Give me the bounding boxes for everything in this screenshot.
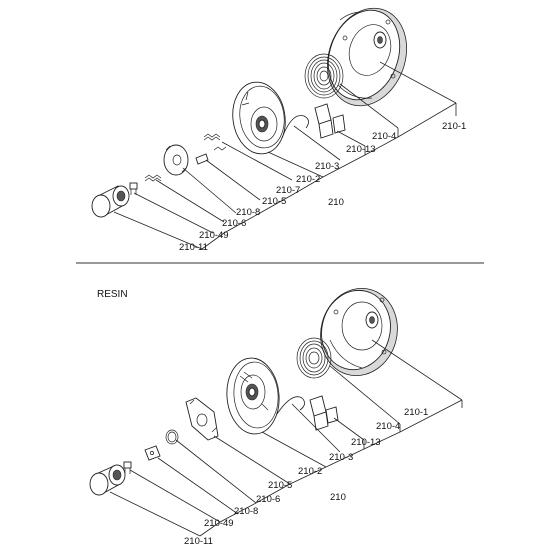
resin-label-210-8: 210-8 (234, 506, 258, 517)
screw-part (129, 182, 138, 195)
resin-label-210-13: 210-13 (351, 437, 381, 448)
small-spring-part-2 (213, 146, 227, 151)
resin-label-210-6: 210-6 (256, 494, 280, 505)
resin-spiral-spring-part (296, 337, 332, 379)
label-210-5: 210-5 (262, 196, 286, 207)
resin-friction-spring-part (165, 429, 179, 445)
label-210-2: 210-2 (296, 174, 320, 185)
resin-label-210-11: 210-11 (184, 536, 213, 547)
label-210: 210 (328, 197, 344, 208)
top-section: 210-1 210-4 210-13 210-3 210-2 210-7 210… (91, 7, 466, 253)
resin-pawl-plate-part (185, 397, 219, 441)
small-spring-part-1 (203, 133, 221, 141)
ratchet-block-parts (314, 103, 346, 139)
top-leader-lines (113, 61, 457, 250)
starter-cup-part (91, 185, 130, 218)
starter-case-part (327, 7, 407, 107)
resin-label-210-1: 210-1 (404, 407, 428, 418)
resin-label-210: 210 (330, 492, 346, 503)
label-210-11: 210-11 (179, 242, 208, 253)
label-210-8: 210-8 (236, 207, 260, 218)
friction-plate-part (163, 144, 189, 176)
label-210-1: 210-1 (442, 121, 466, 132)
reel-pulley-part (232, 81, 309, 155)
bottom-section: RESIN (89, 287, 463, 547)
label-210-13: 210-13 (346, 144, 376, 155)
spring-part-210-8 (144, 174, 162, 182)
resin-label-210-4: 210-4 (376, 421, 400, 432)
resin-starter-case-part (320, 287, 398, 377)
resin-label-210-3: 210-3 (329, 452, 353, 463)
label-210-7: 210-7 (276, 185, 300, 196)
resin-label-210-5: 210-5 (268, 480, 292, 491)
resin-label-210-2: 210-2 (298, 466, 322, 477)
label-210-4: 210-4 (372, 131, 396, 142)
label-210-3: 210-3 (315, 161, 339, 172)
resin-label-210-49: 210-49 (204, 518, 234, 529)
pawl-part (195, 153, 209, 165)
label-210-49: 210-49 (199, 230, 229, 241)
resin-plate-part-210-8 (144, 445, 161, 461)
label-210-6: 210-6 (222, 218, 246, 229)
resin-starter-cup-part (89, 464, 126, 496)
section-title-resin: RESIN (97, 289, 128, 300)
resin-ratchet-block-parts (309, 395, 339, 431)
spiral-spring-part (304, 53, 344, 99)
bottom-leader-lines (109, 339, 463, 537)
resin-reel-pulley-part (226, 357, 305, 435)
